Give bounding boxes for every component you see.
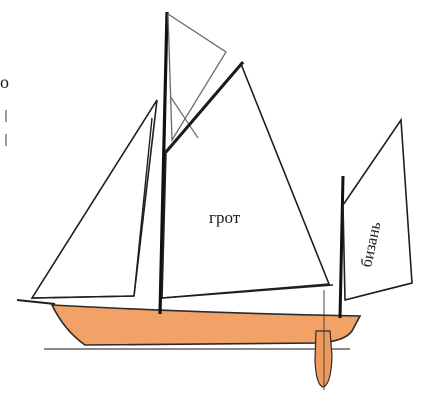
main-boom xyxy=(162,285,333,298)
bowsprit xyxy=(17,300,55,304)
mainsail-label: грот xyxy=(209,208,241,227)
mizzen-label: бизань xyxy=(358,220,384,269)
hull xyxy=(52,305,360,345)
topsail xyxy=(168,14,226,140)
jib-foot xyxy=(32,296,134,298)
jib-sheet xyxy=(134,118,152,296)
edge-label-fragment: о xyxy=(0,72,9,92)
mizzen-mast xyxy=(340,176,343,318)
mizzen-sail xyxy=(343,120,412,300)
mainsail xyxy=(162,64,329,298)
jib-sail xyxy=(32,100,157,298)
mizzen-boom xyxy=(345,283,412,300)
